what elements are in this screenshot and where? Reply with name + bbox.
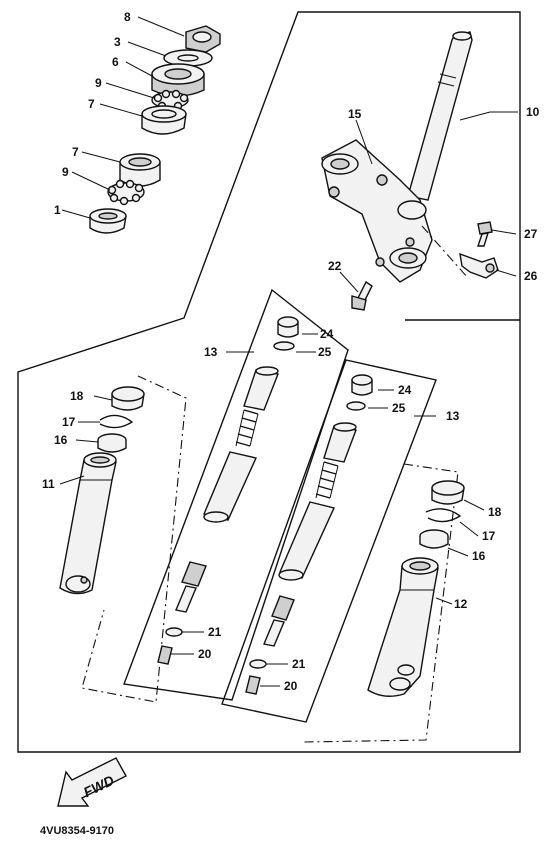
callout-10: 10 — [526, 105, 540, 119]
callout-16-right: 16 — [472, 549, 486, 563]
o-ring-25-left — [273, 341, 295, 351]
steering-stem — [407, 31, 473, 201]
stem-dash-lead — [421, 225, 469, 279]
right-fork-dashed-outline — [303, 463, 459, 743]
dust-seal — [89, 208, 127, 234]
callout-18-left: 18 — [70, 389, 84, 403]
circlip-17-right — [425, 508, 462, 523]
callout-18-right: 18 — [488, 505, 502, 519]
outer-tube-12-right — [367, 557, 439, 697]
fork-spring-left — [235, 409, 259, 447]
bolt-27 — [477, 221, 493, 247]
assembly-boundary — [17, 11, 521, 753]
callout-16-left: 16 — [54, 433, 68, 447]
damper-13-right-outline — [221, 359, 437, 723]
oil-seal-18-left — [111, 386, 145, 411]
spacer-right — [323, 422, 357, 463]
callout-27: 27 — [524, 227, 538, 241]
callout-13-right: 13 — [446, 409, 460, 423]
spacer-left — [243, 366, 279, 411]
ring-nut — [151, 63, 205, 97]
circlip-17-left — [99, 414, 134, 429]
callout-7-lower: 7 — [72, 145, 79, 159]
callout-25-right: 25 — [392, 401, 406, 415]
ball-race-lower-balls — [107, 179, 145, 206]
copper-washer-21-right — [249, 659, 267, 669]
leader-lines — [59, 16, 518, 687]
hose-guide-26 — [459, 252, 499, 279]
fork-spring-right — [315, 461, 339, 499]
callout-17-left: 17 — [62, 415, 76, 429]
callout-25-left: 25 — [318, 345, 332, 359]
callout-7-upper: 7 — [88, 97, 95, 111]
callout-22: 22 — [328, 259, 342, 273]
callout-12: 12 — [454, 597, 468, 611]
washer-16-right — [419, 529, 449, 549]
callout-26: 26 — [524, 269, 538, 283]
bolt-22 — [351, 280, 373, 311]
oil-seal-18-right — [431, 480, 465, 505]
drain-bolt-20-left — [157, 645, 173, 665]
callout-15: 15 — [348, 107, 362, 121]
cap-bolt-24-right — [351, 374, 373, 396]
damper-rod-left — [175, 451, 257, 613]
steering-nut — [185, 25, 221, 53]
callout-11: 11 — [42, 477, 55, 491]
under-bracket — [321, 139, 433, 283]
copper-washer-21-left — [165, 627, 183, 637]
callout-24-left: 24 — [320, 327, 334, 341]
callout-20-right: 20 — [284, 679, 298, 693]
ball-race-upper — [141, 105, 187, 135]
callout-3: 3 — [114, 35, 121, 49]
fwd-arrow-icon: FWD — [57, 757, 127, 807]
left-fork-dashed-outline — [81, 375, 187, 703]
callout-21-left: 21 — [208, 625, 222, 639]
damper-rod-right — [263, 501, 335, 647]
damper-13-left-outline — [123, 288, 349, 701]
callout-9-upper: 9 — [95, 76, 102, 90]
callout-24-right: 24 — [398, 383, 412, 397]
ball-race-lower — [119, 153, 161, 187]
washer-16-left — [97, 433, 127, 453]
callout-6: 6 — [112, 55, 119, 69]
o-ring-25-right — [346, 401, 366, 411]
callout-1: 1 — [54, 203, 61, 217]
lock-washer — [163, 49, 213, 67]
cap-bolt-24-left — [277, 316, 299, 338]
diagram-code: 4VU8354-9170 — [40, 825, 114, 837]
callout-13-left: 13 — [204, 345, 218, 359]
callout-21-right: 21 — [292, 657, 306, 671]
outer-tube-11-left — [59, 452, 117, 595]
callout-9-lower: 9 — [62, 165, 69, 179]
drain-bolt-20-right — [245, 675, 261, 695]
callout-8: 8 — [124, 10, 131, 24]
callout-17-right: 17 — [482, 529, 496, 543]
callout-20-left: 20 — [198, 647, 212, 661]
